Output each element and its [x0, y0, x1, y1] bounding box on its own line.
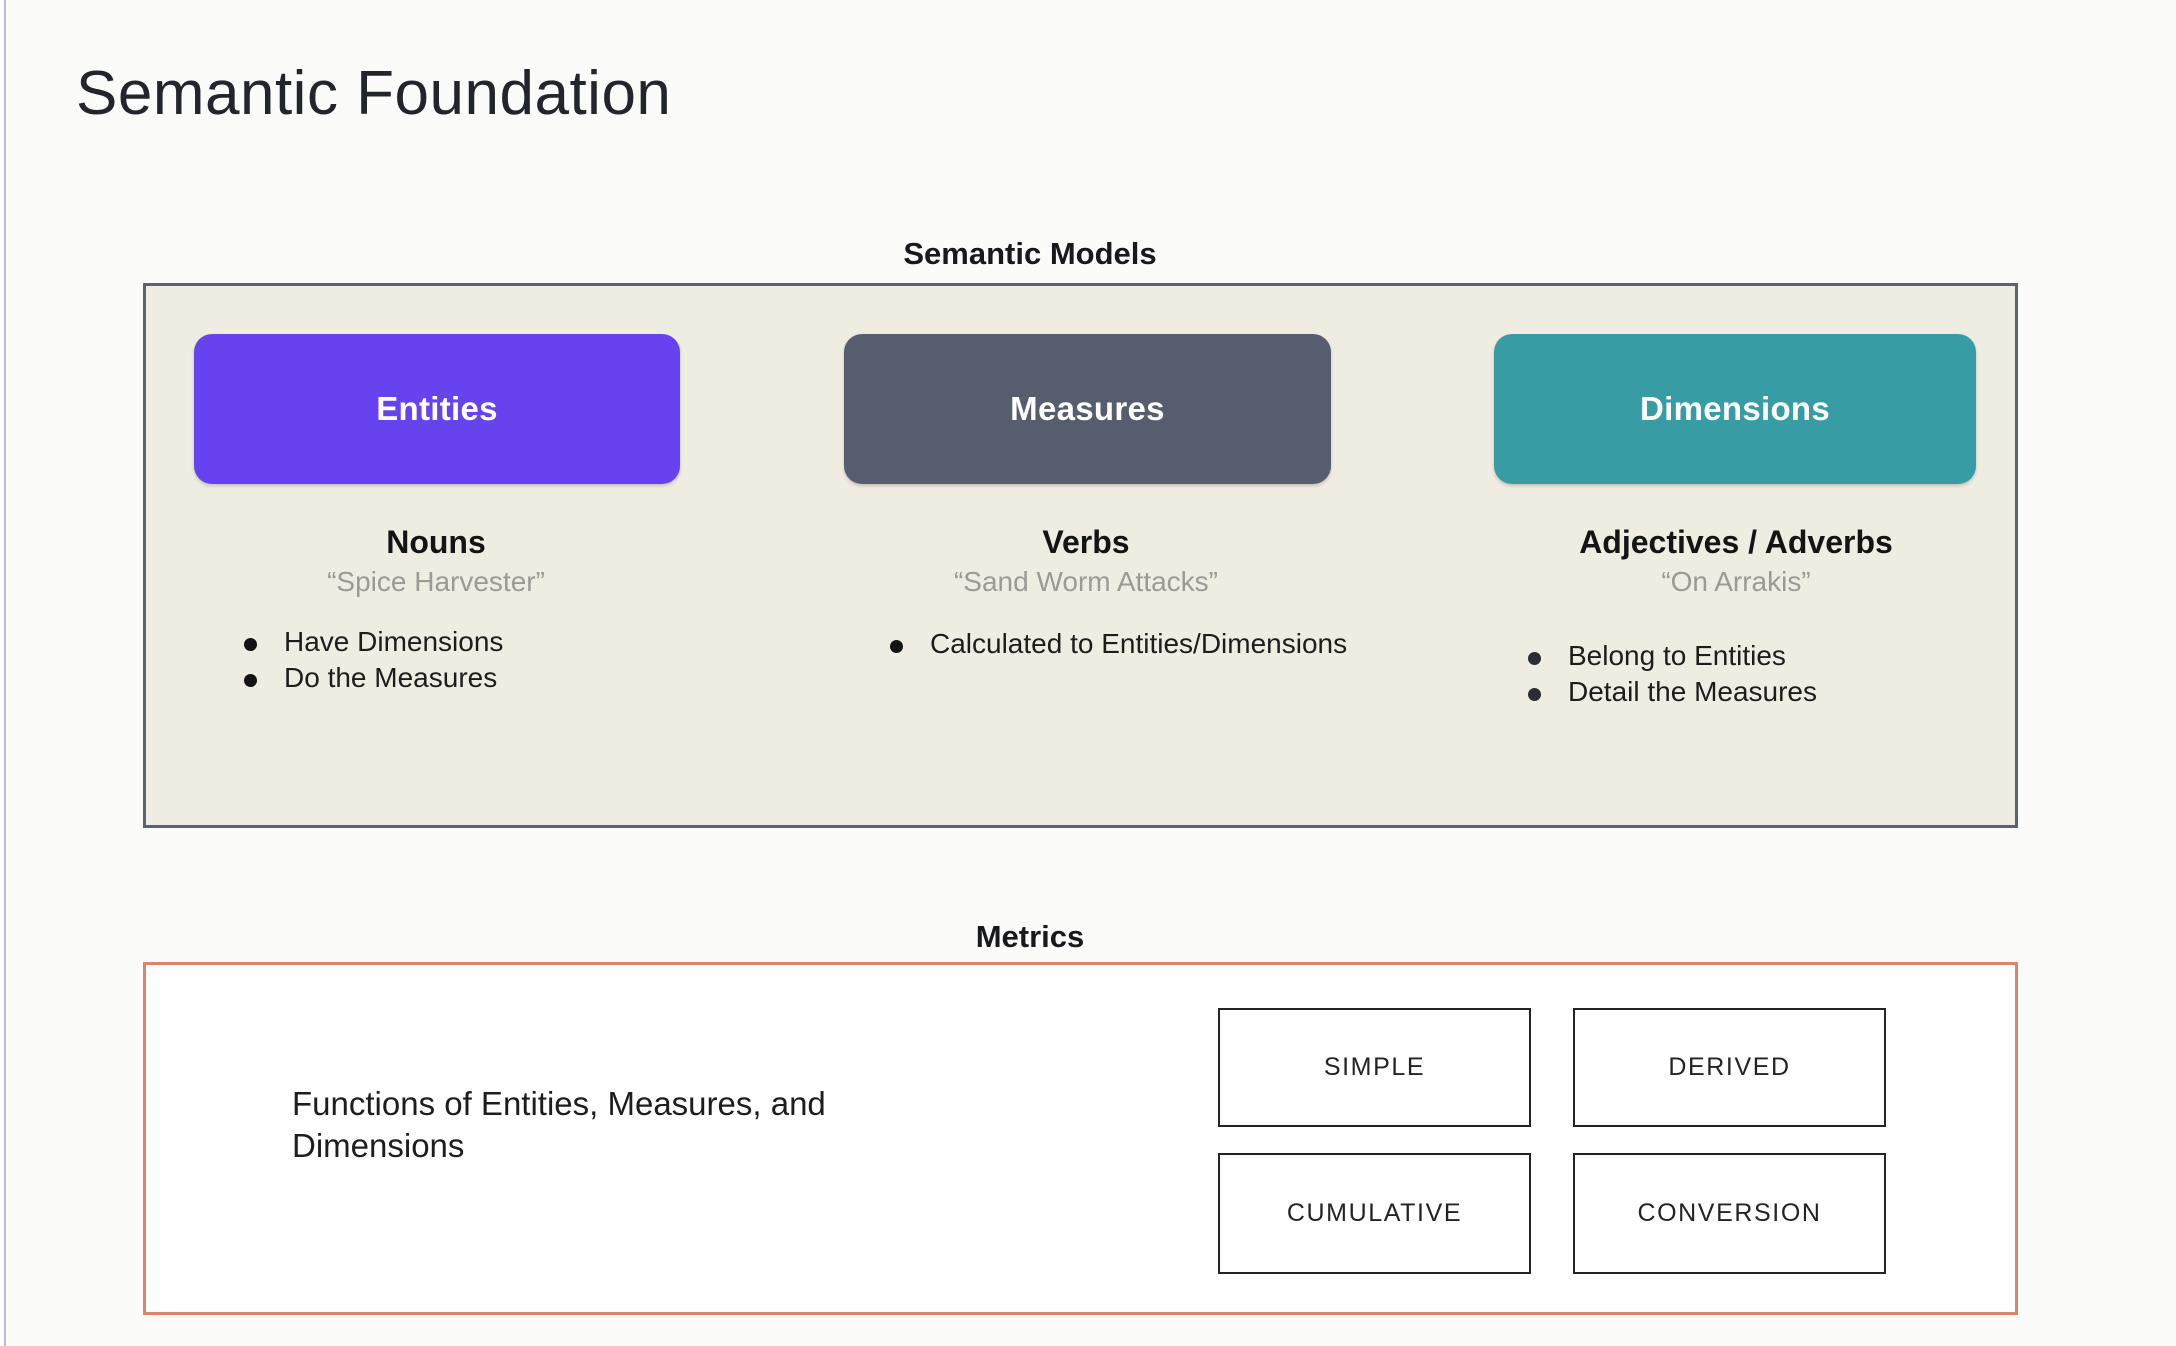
list-item: Detail the Measures — [1456, 676, 2016, 708]
entities-column: Nouns “Spice Harvester” Have Dimensions … — [166, 524, 706, 710]
dimensions-part-of-speech: Adjectives / Adverbs — [1579, 524, 1893, 560]
entities-bullet-list: Have Dimensions Do the Measures — [166, 626, 706, 693]
metrics-panel: Functions of Entities, Measures, and Dim… — [143, 962, 2018, 1315]
semantic-models-heading: Semantic Models — [903, 236, 1157, 271]
metric-type-simple[interactable]: SIMPLE — [1218, 1008, 1531, 1127]
measures-bullet-list: Calculated to Entities/Dimensions — [806, 628, 1366, 660]
semantic-models-pill-row: Entities Measures Dimensions — [146, 334, 2015, 484]
measures-pill[interactable]: Measures — [844, 334, 1331, 484]
list-item: Calculated to Entities/Dimensions — [806, 628, 1366, 660]
dimensions-pill[interactable]: Dimensions — [1494, 334, 1976, 484]
list-item: Belong to Entities — [1456, 640, 2016, 672]
metric-type-derived[interactable]: DERIVED — [1573, 1008, 1886, 1127]
dimensions-example: “On Arrakis” — [1661, 565, 1811, 597]
metrics-caption: Functions of Entities, Measures, and Dim… — [292, 1085, 826, 1165]
page-title: Semantic Foundation — [76, 59, 672, 128]
entities-pill[interactable]: Entities — [194, 334, 680, 484]
entities-part-of-speech: Nouns — [386, 524, 486, 560]
metrics-heading: Metrics — [975, 919, 1085, 954]
metric-type-conversion[interactable]: CONVERSION — [1573, 1153, 1886, 1274]
entities-example: “Spice Harvester” — [327, 565, 545, 597]
dimensions-bullet-list: Belong to Entities Detail the Measures — [1456, 640, 2016, 707]
measures-column: Verbs “Sand Worm Attacks” Calculated to … — [806, 524, 1366, 676]
dimensions-column: Adjectives / Adverbs “On Arrakis” Belong… — [1456, 524, 2016, 724]
list-item: Do the Measures — [166, 662, 706, 694]
left-edge-rule — [4, 0, 6, 1346]
list-item: Have Dimensions — [166, 626, 706, 658]
measures-part-of-speech: Verbs — [1042, 524, 1130, 560]
metric-type-cumulative[interactable]: CUMULATIVE — [1218, 1153, 1531, 1274]
measures-example: “Sand Worm Attacks” — [953, 565, 1218, 597]
semantic-models-panel: Entities Measures Dimensions Nouns “Spic… — [143, 283, 2018, 828]
metric-type-grid: SIMPLE DERIVED CUMULATIVE CONVERSION — [1218, 1008, 1898, 1274]
